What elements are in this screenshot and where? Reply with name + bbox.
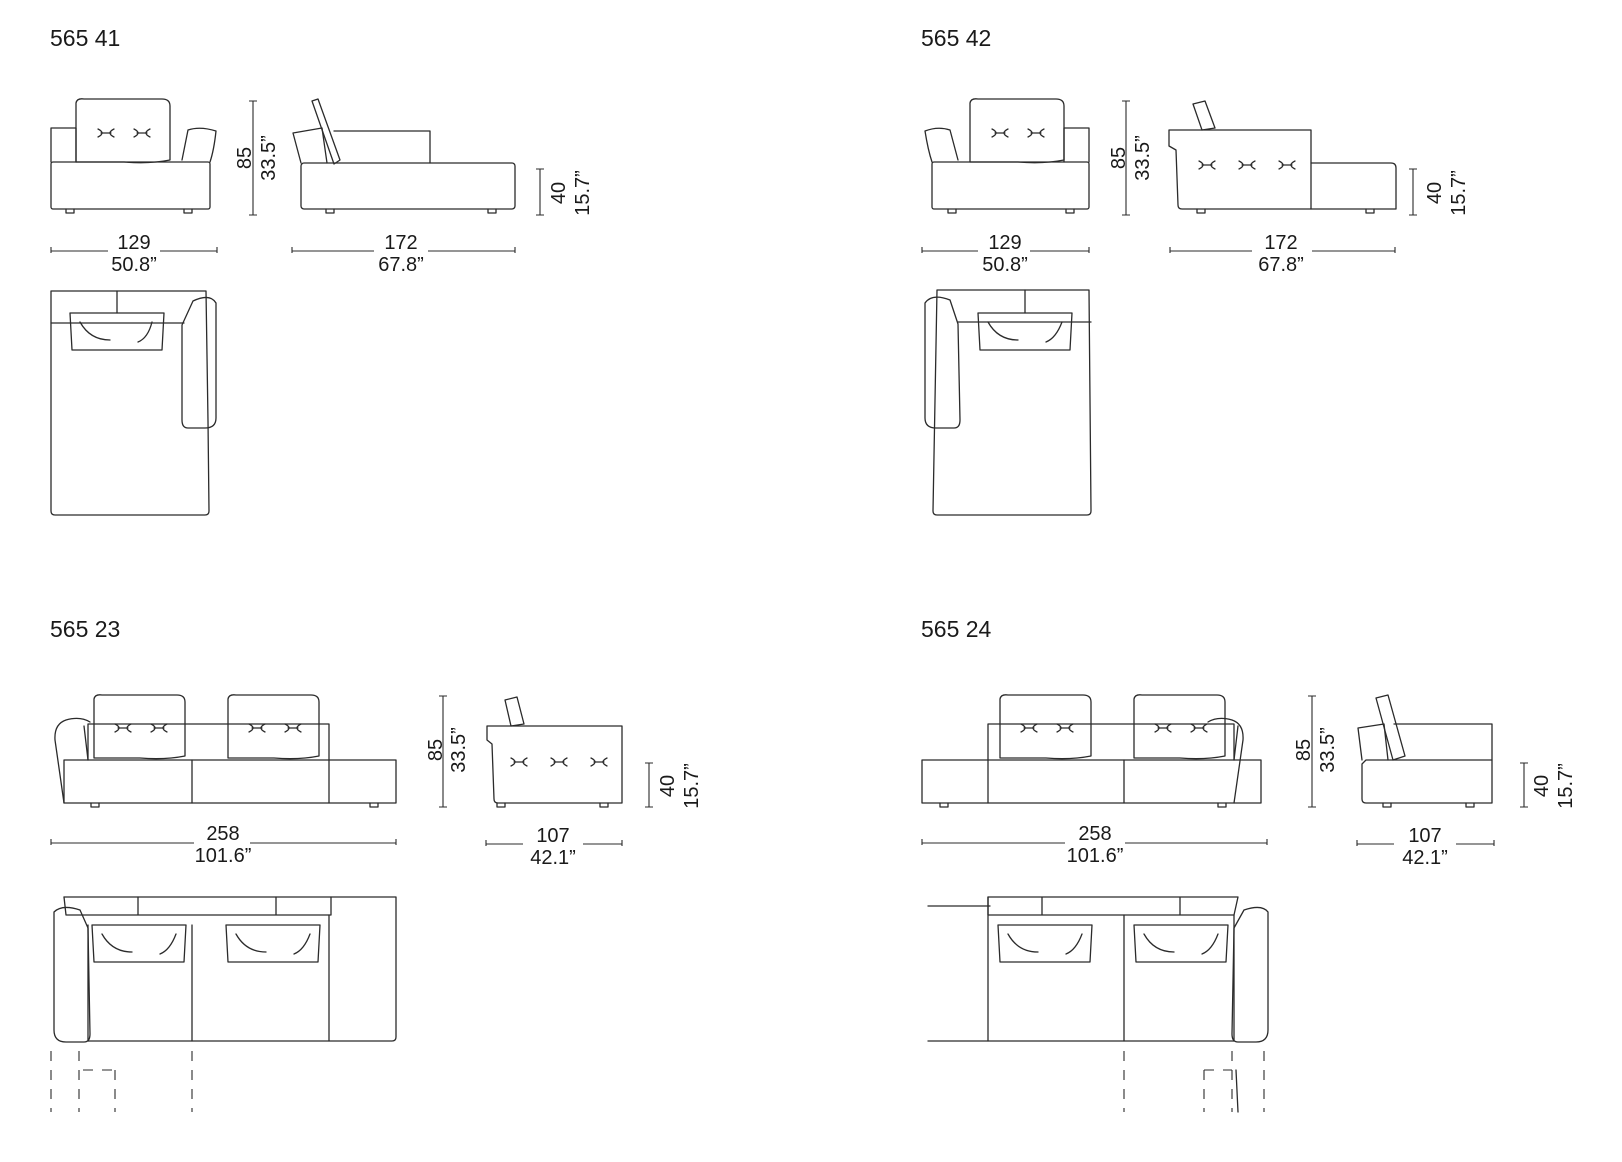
seat-height-in: 15.7” [1555, 763, 1577, 809]
module-565-41: 565 41 129 50.8” 85 33.5” [50, 25, 594, 516]
front-width-in: 50.8” [982, 254, 1028, 276]
side-width-cm: 172 [1264, 232, 1297, 254]
module-code: 565 24 [921, 616, 992, 642]
side-view [1357, 694, 1493, 808]
height-in: 33.5” [1317, 727, 1339, 773]
side-width-cm: 172 [384, 232, 417, 254]
top-view [924, 289, 1092, 516]
front-width-in: 101.6” [1067, 845, 1124, 867]
height-cm: 85 [1108, 147, 1130, 169]
seat-height-in: 15.7” [1448, 170, 1470, 216]
seat-height-cm: 40 [1424, 182, 1446, 204]
front-width-dimension: 129 50.8” [50, 232, 218, 276]
seat-height-dimension: 40 15.7” [645, 762, 703, 809]
seat-height-dimension: 40 15.7” [536, 168, 594, 216]
seat-height-dimension: 40 15.7” [1409, 168, 1470, 216]
front-width-cm: 129 [988, 232, 1021, 254]
module-565-23: 565 23 258 101.6” 85 33.5” [50, 616, 703, 1112]
side-width-in: 67.8” [1258, 254, 1304, 276]
height-in: 33.5” [258, 135, 280, 181]
height-in: 33.5” [448, 727, 470, 773]
seat-height-dimension: 40 15.7” [1520, 762, 1577, 809]
height-dimension: 85 33.5” [234, 100, 280, 216]
front-width-cm: 129 [117, 232, 150, 254]
front-width-cm: 258 [206, 823, 239, 845]
seat-height-cm: 40 [1531, 775, 1553, 797]
side-view [486, 696, 623, 808]
front-width-dimension: 258 101.6” [921, 823, 1268, 867]
module-code: 565 41 [50, 25, 120, 51]
side-width-dimension: 172 67.8” [291, 232, 516, 276]
side-width-dimension: 172 67.8” [1169, 232, 1396, 276]
module-code: 565 42 [921, 25, 991, 51]
top-view [927, 896, 1269, 1113]
height-cm: 85 [234, 147, 256, 169]
height-cm: 85 [425, 739, 447, 761]
seat-height-cm: 40 [548, 182, 570, 204]
module-code: 565 23 [50, 616, 120, 642]
front-width-in: 50.8” [111, 254, 157, 276]
side-width-dimension: 107 42.1” [485, 825, 623, 869]
seat-height-in: 15.7” [572, 170, 594, 216]
top-view [50, 290, 217, 516]
front-width-in: 101.6” [195, 845, 252, 867]
height-cm: 85 [1293, 739, 1315, 761]
side-width-dimension: 107 42.1” [1356, 825, 1495, 869]
front-view [924, 98, 1090, 214]
front-width-dimension: 258 101.6” [50, 823, 397, 867]
seat-height-cm: 40 [657, 775, 679, 797]
front-view [54, 694, 397, 808]
module-565-42: 565 42 129 50.8” 85 33.5” [921, 25, 1470, 516]
module-565-24: 565 24 258 101.6” 85 33.5” [921, 616, 1577, 1113]
side-width-cm: 107 [1408, 825, 1441, 847]
top-view [50, 896, 397, 1112]
height-dimension: 85 33.5” [425, 695, 470, 808]
side-width-in: 67.8” [378, 254, 424, 276]
side-width-cm: 107 [536, 825, 569, 847]
height-dimension: 85 33.5” [1293, 695, 1339, 808]
height-dimension: 85 33.5” [1108, 100, 1154, 216]
front-width-dimension: 129 50.8” [921, 232, 1090, 276]
front-view [921, 694, 1262, 808]
side-view [292, 98, 516, 214]
height-in: 33.5” [1132, 135, 1154, 181]
seat-height-in: 15.7” [681, 763, 703, 809]
front-width-cm: 258 [1078, 823, 1111, 845]
side-width-in: 42.1” [530, 847, 576, 869]
front-view [50, 98, 217, 214]
side-view [1168, 100, 1397, 214]
side-width-in: 42.1” [1402, 847, 1448, 869]
